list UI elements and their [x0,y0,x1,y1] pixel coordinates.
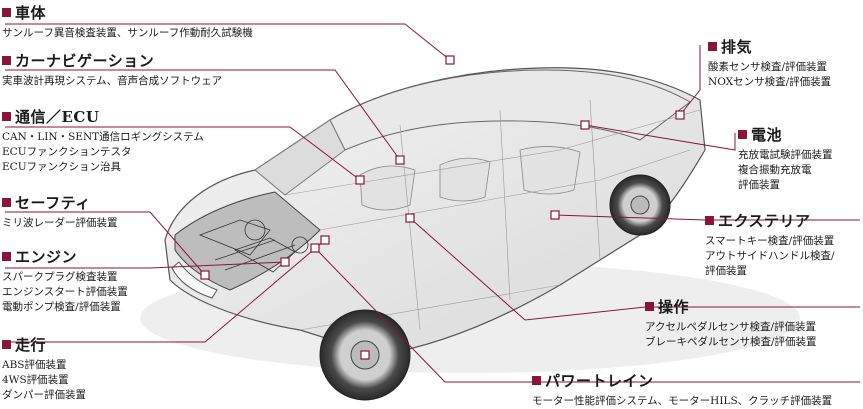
category-ecu: 通信／ECU CAN・LIN・SENT通信ロギングシステム ECUファンクション… [2,106,204,175]
category-item: NOXセンサ検査/評価装置 [708,76,832,88]
category-item: 酸素センサ検査/評価装置 [708,61,828,73]
category-title: セーフティ [15,194,91,212]
category-item: ミリ波レーダー評価装置 [2,217,118,229]
category-battery: 電池 充放電試験評価装置 複合振動充放電 評価装置 [738,124,833,193]
category-title: カーナビゲーション [15,52,155,70]
category-title: 通信／ECU [15,108,100,126]
category-title: 排気 [721,38,753,56]
bullet-square-icon [708,42,717,51]
category-item: 複合振動充放電 [738,164,812,176]
category-item: ABS評価装置 [2,359,67,371]
bullet-square-icon [738,130,747,139]
category-item: 電動ポンプ検査/評価装置 [2,301,121,313]
category-exhaust: 排気 酸素センサ検査/評価装置 NOXセンサ検査/評価装置 [708,36,831,90]
bullet-square-icon [532,376,541,385]
category-safety: セーフティ ミリ波レーダー評価装置 [2,192,118,231]
category-title: エクステリア [718,212,811,230]
category-title: 車体 [15,4,47,22]
rear-wheel-hub [630,195,650,215]
category-item: スパークプラグ検査装置 [2,271,118,283]
front-wheel-hub [350,340,380,370]
category-item: モーター性能評価システム、モーターHILS、クラッチ評価装置 [532,395,833,407]
interior-detail [359,146,581,211]
category-item: アウトサイドハンドル検査/ [705,250,835,262]
category-item: 評価装置 [738,179,780,191]
bullet-square-icon [2,56,11,65]
category-title: パワートレイン [545,372,654,390]
category-powertrain: パワートレイン モーター性能評価システム、モーターHILS、クラッチ評価装置 [532,370,832,409]
category-item: 4WS評価装置 [2,374,69,386]
bullet-square-icon [2,340,11,349]
category-item: 実車波計再現システム、音声合成ソフトウェア [2,75,223,87]
bullet-square-icon [645,302,654,311]
category-navi: カーナビゲーション 実車波計再現システム、音声合成ソフトウェア [2,50,222,89]
category-item: ECUファンクションテスタ [2,146,132,158]
category-item: スマートキー検査/評価装置 [705,235,835,247]
bullet-square-icon [2,198,11,207]
category-title: 電池 [751,126,783,144]
category-engine: エンジン スパークプラグ検査装置 エンジンスタート評価装置 電動ポンプ検査/評価… [2,246,128,315]
category-item: CAN・LIN・SENT通信ロギングシステム [2,131,204,143]
category-title: 走行 [15,336,47,354]
category-exterior: エクステリア スマートキー検査/評価装置 アウトサイドハンドル検査/ 評価装置 [705,210,835,279]
category-item: サンルーフ異音検査装置、サンルーフ作動耐久試験機 [2,27,253,39]
bullet-square-icon [705,216,714,225]
bullet-square-icon [2,8,11,17]
category-operation: 操作 アクセルペダルセンサ検査/評価装置 ブレーキペダルセンサ検査/評価装置 [645,296,817,350]
category-item: ダンパー評価装置 [2,389,86,401]
category-item: 評価装置 [705,265,747,277]
category-item: 充放電試験評価装置 [738,149,833,161]
category-item: アクセルペダルセンサ検査/評価装置 [645,321,817,333]
category-title: 操作 [658,298,690,316]
category-title: エンジン [15,248,78,266]
bullet-square-icon [2,252,11,261]
category-drive: 走行 ABS評価装置 4WS評価装置 ダンパー評価装置 [2,334,86,403]
category-item: ECUファンクション治具 [2,161,122,173]
category-item: エンジンスタート評価装置 [2,286,128,298]
category-body: 車体 サンルーフ異音検査装置、サンルーフ作動耐久試験機 [2,2,253,41]
bullet-square-icon [2,112,11,121]
category-item: ブレーキペダルセンサ検査/評価装置 [645,336,817,348]
